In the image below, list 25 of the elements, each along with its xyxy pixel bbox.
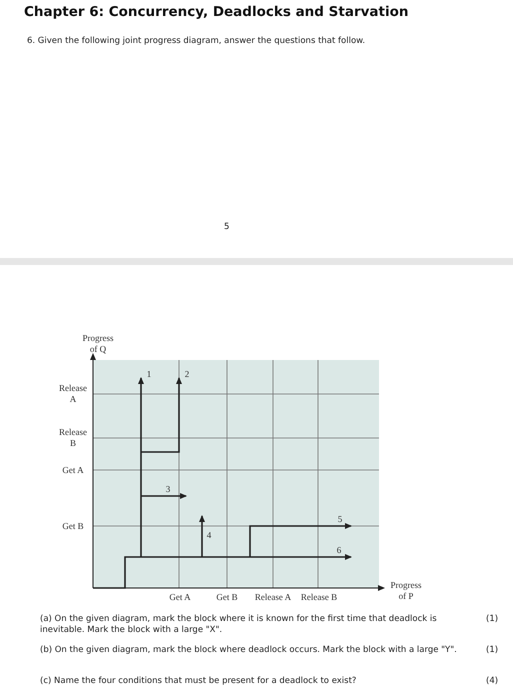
tick-label: Get A: [168, 592, 192, 604]
page-number: 5: [224, 222, 230, 233]
question-text: 6. Given the following joint progress diagram, answer the questions that follow.: [27, 36, 366, 47]
line-number: 2: [184, 369, 190, 380]
tick-label: Release B: [300, 592, 338, 604]
mark-value: (1): [486, 645, 500, 656]
line-number: 5: [336, 514, 344, 526]
line-number: 1: [146, 369, 152, 380]
tick-label: Release A: [58, 383, 88, 406]
axis-title: Progress of P: [390, 580, 422, 602]
page-title: Chapter 6: Concurrency, Deadlocks and Starvation: [24, 4, 408, 21]
axis-title: Progress of Q: [82, 333, 114, 356]
question-text: (b) On the given diagram, mark the block where deadlock occurs. Mark the block with a large "Y".: [40, 645, 458, 656]
tick-label: Get A: [61, 465, 85, 476]
line-number: 6: [336, 545, 342, 556]
mark-value: (4): [486, 676, 500, 687]
line-number: 4: [206, 530, 212, 542]
mark-value: (1): [486, 614, 500, 625]
line-number: 3: [164, 484, 172, 496]
question-text: (a) On the given diagram, mark the block where it is known for the first time that deadlock is inevitable. Mark the block with a large "X".: [40, 614, 438, 636]
question-text: (c) Name the four conditions that must be present for a deadlock to exist?: [40, 676, 358, 687]
tick-label: Get B: [61, 521, 85, 532]
tick-label: Release B: [58, 427, 88, 450]
tick-label: Get B: [215, 592, 239, 604]
tick-label: Release A: [254, 592, 292, 604]
